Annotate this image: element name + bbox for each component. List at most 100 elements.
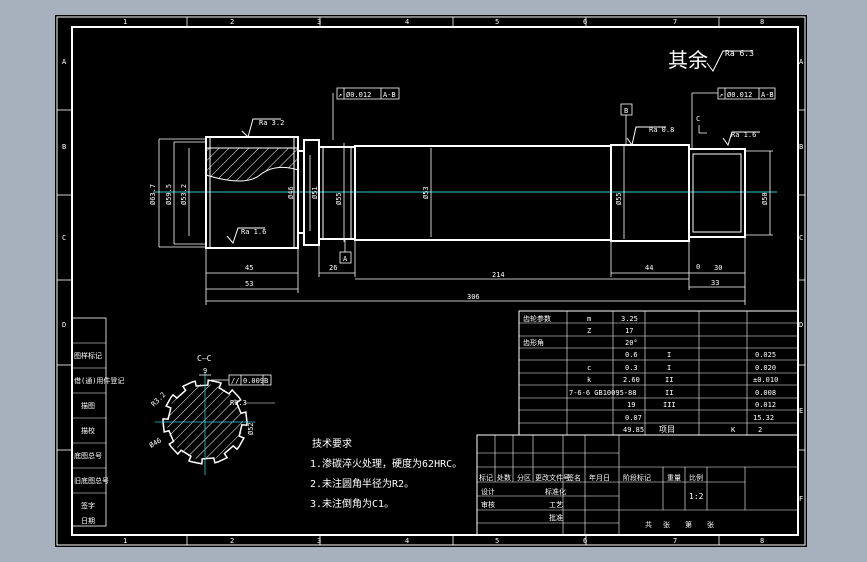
hatch-section	[205, 147, 299, 182]
title-label: 签名	[567, 473, 581, 482]
sheet-mark: 共	[645, 520, 652, 529]
row-mark: A	[62, 58, 67, 66]
note-item: 2.未注圆角半径为R2。	[310, 477, 414, 490]
section-tol-symbol: //	[231, 377, 239, 385]
tolerance-symbol: ↗	[338, 91, 342, 99]
tolerance-datum: A-B	[383, 91, 396, 99]
section-width: 9	[203, 367, 207, 375]
inner-frame	[71, 26, 799, 536]
title-label: 年月日	[589, 473, 610, 482]
dim-d637: Ø63.7	[149, 184, 157, 205]
gear-cell: 0.020	[755, 364, 776, 372]
section-view: C—C 9 // 0.009 B R3.2 R0.3 Ø46 Ø52	[148, 354, 275, 475]
title-label: 阶段标记	[623, 473, 651, 482]
gear-cell: 0.012	[755, 401, 776, 409]
gear-cell: K	[731, 426, 736, 434]
title-label: 审核	[481, 500, 495, 509]
diameter-labels: Ø63.7 Ø59.5 Ø53.2 Ø46 Ø51 Ø55 Ø53 Ø55 Ø5…	[149, 184, 769, 205]
zone-ticks	[57, 17, 805, 545]
gear-cell: II	[665, 389, 673, 397]
gear-cell: 3.25	[621, 315, 638, 323]
strip-label: 借(通)用件登记	[74, 376, 124, 385]
gear-cell: 0.3	[625, 364, 638, 372]
sheet-mark: 张	[663, 520, 670, 529]
datum-a: A	[339, 240, 352, 264]
strip-label: 日期	[81, 517, 95, 525]
section-tol-datum: B	[264, 377, 268, 385]
gear-cell: II	[665, 376, 673, 384]
dim-d55a: Ø55	[335, 192, 343, 205]
section-d46: Ø46	[148, 436, 163, 449]
row-marks-right: A B C D E F	[799, 58, 804, 503]
gear-cell: III	[663, 401, 676, 409]
gear-cell: k	[587, 376, 592, 384]
title-label: 处数	[497, 473, 511, 482]
gear-cell: 项目	[659, 425, 675, 434]
gear-cell: 7-6-6 GB10095-88	[569, 389, 636, 397]
technical-notes: 技术要求 1.渗碳淬火处理，硬度为62HRC。 2.未注圆角半径为R2。 3.未…	[310, 437, 462, 510]
scale-value: 1:2	[689, 492, 704, 501]
row-mark: D	[799, 321, 803, 329]
col-mark: 4	[405, 537, 409, 545]
dim-d532: Ø53.2	[180, 184, 188, 205]
column-marks-bottom: 1 2 3 4 5 6 7 8	[123, 537, 764, 545]
gear-cell: 49.85	[623, 426, 644, 434]
gear-cell: 17	[625, 327, 633, 335]
col-mark: 6	[583, 537, 587, 545]
tolerance-symbol: ↗	[719, 91, 723, 99]
gear-cell: 2.60	[623, 376, 640, 384]
dim-d53: Ø53	[422, 186, 430, 199]
gear-cell: ±0.010	[753, 376, 778, 384]
gear-cell: Z	[587, 327, 591, 335]
section-tol-value: 0.009	[243, 377, 264, 385]
gear-cell: 15.32	[753, 414, 774, 422]
sheet-mark: 张	[707, 520, 714, 529]
column-marks-top: 1 2 3 4 5 6 7 8	[123, 18, 764, 26]
general-roughness-text: 其余	[668, 48, 708, 72]
tolerance-datum: A-B	[761, 91, 774, 99]
section-arrow-label: C	[696, 115, 700, 123]
note-item: 3.未注倒角为C1。	[310, 497, 394, 510]
strip-label: 图样标记	[74, 351, 102, 360]
dim-d46: Ø46	[287, 186, 295, 199]
gear-cell: 齿形角	[523, 338, 544, 347]
section-title: C—C	[197, 354, 212, 363]
col-mark: 7	[673, 18, 677, 26]
gear-cell: m	[587, 315, 591, 323]
datum-b: B	[620, 103, 633, 145]
title-block: 标记 处数 分区 更改文件号 签名 年月日 设计 标准化 审核 工艺 批准 阶段…	[476, 434, 799, 536]
outer-frame	[56, 16, 806, 546]
roughness-ra32: Ra 3.2	[259, 119, 284, 127]
roughness-marks	[226, 118, 760, 244]
dim-l306: 306	[467, 293, 480, 301]
section-r03: R0.3	[230, 399, 247, 407]
gear-cell: 0.008	[755, 389, 776, 397]
col-mark: 1	[123, 18, 127, 26]
section-arrow-c: C	[696, 115, 707, 134]
gear-cell: 0.6	[625, 351, 638, 359]
left-strip: 图样标记 借(通)用件登记 描图 描校 底图总号 旧底图总号 签字 日期	[71, 317, 124, 527]
shaft-outline	[205, 136, 746, 249]
length-labels: 45 53 26 214 44 0 30 33 306	[245, 263, 722, 301]
row-mark: E	[799, 407, 803, 415]
general-roughness-value: Ra 6.3	[725, 49, 754, 58]
length-dimension-lines	[205, 237, 746, 305]
title-label: 重量	[667, 474, 681, 482]
dim-l45: 45	[245, 264, 253, 272]
dim-l44: 44	[645, 264, 653, 272]
gear-cell: I	[667, 351, 671, 359]
row-mark: C	[62, 234, 66, 242]
title-label: 分区	[517, 473, 531, 482]
roughness-ra16b: Ra 1.6	[731, 131, 756, 139]
gear-cell: 0.07	[625, 414, 642, 422]
col-mark: 2	[230, 537, 234, 545]
col-mark: 5	[495, 18, 499, 26]
dim-l214: 214	[492, 271, 505, 279]
roughness-ra08: Ra 0.8	[649, 126, 674, 134]
gear-cell: c	[587, 364, 591, 372]
roughness-labels: Ra 3.2 Ra 1.6 Ra 0.8 Ra 1.6	[241, 119, 756, 236]
tolerance-frame-right: ↗ Ø0.012 A-B	[691, 87, 776, 149]
tolerance-frame-left: ↗ Ø0.012 A-B	[332, 87, 400, 140]
row-mark: C	[799, 234, 803, 242]
gear-cell: I	[667, 364, 671, 372]
